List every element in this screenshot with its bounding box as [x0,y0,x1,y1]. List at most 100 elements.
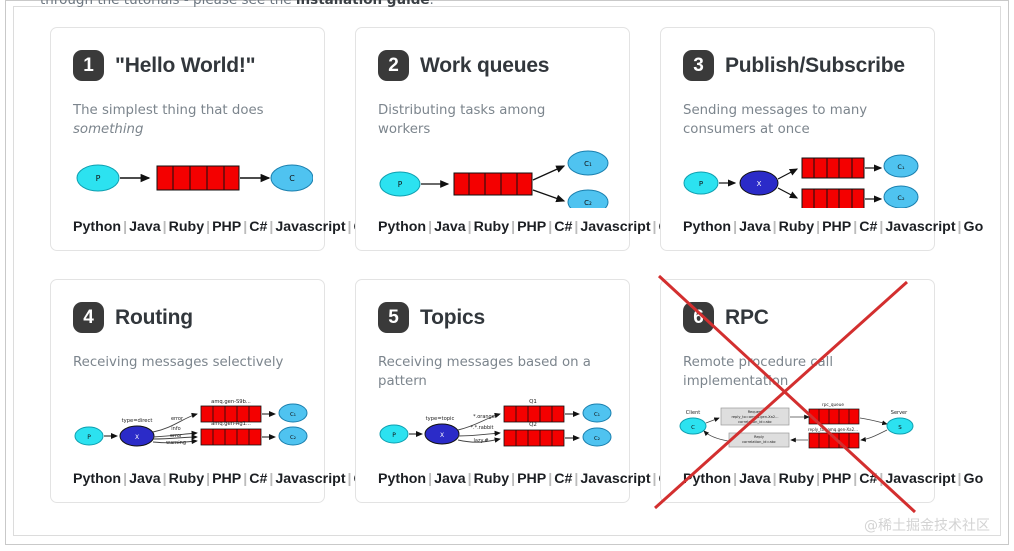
language-link-ruby[interactable]: Ruby [168,470,205,487]
language-link-java[interactable]: Java [434,470,466,487]
separator: | [243,218,248,235]
svg-text:X: X [135,434,139,441]
rpc-queue-label: rpc_queue [822,402,844,407]
svg-text:X: X [440,432,444,439]
card-header: 5 Topics [378,302,607,333]
language-link-python[interactable]: Python [683,470,732,487]
language-link-csharp[interactable]: C# [249,470,268,487]
separator: | [123,470,128,487]
lead-text-prefix: through the tutorials - please see the [40,0,296,8]
language-link-php[interactable]: PHP [822,218,852,235]
exchange-type-label: type=topic [426,416,455,422]
language-link-php[interactable]: PHP [517,218,547,235]
svg-text:P: P [96,174,101,183]
language-link-java[interactable]: Java [739,218,771,235]
svg-text:C: C [691,425,695,431]
client-label: Client [686,410,701,416]
separator: | [269,470,274,487]
rpc-diagram: Client C Request reply_to=amqp.gen-Xa2..… [673,392,924,452]
language-link-csharp[interactable]: C# [554,218,573,235]
lead-text-suffix: . [429,0,434,8]
hello-world-diagram: P C [73,150,314,210]
language-link-ruby[interactable]: Ruby [778,470,815,487]
language-link-python[interactable]: Python [73,218,122,235]
language-link-php[interactable]: PHP [517,470,547,487]
separator: | [879,218,884,235]
language-link-java[interactable]: Java [129,470,161,487]
language-links: Python|Java|Ruby|PHP|C#|Javascript|Go [378,470,678,489]
installation-guide-link[interactable]: installation guide [295,0,430,8]
svg-text:C₁: C₁ [584,160,592,168]
language-link-go[interactable]: Go [963,470,984,487]
separator: | [123,218,128,235]
card-title: Topics [420,305,485,329]
svg-text:correlation_id=abc: correlation_id=abc [742,440,776,444]
language-link-python[interactable]: Python [683,218,732,235]
work-queues-diagram: P C₁ C₂ [378,150,619,210]
language-link-csharp[interactable]: C# [859,470,878,487]
tutorial-card-topics[interactable]: 5 Topics Receiving messages based on a p… [355,279,678,503]
queue2-label: amq.gen-Ag1... [211,421,251,427]
language-link-ruby[interactable]: Ruby [473,470,510,487]
language-link-javascript[interactable]: Javascript [885,218,956,235]
separator: | [574,218,579,235]
language-link-php[interactable]: PHP [212,218,242,235]
card-header: 4 Routing [73,302,302,333]
language-link-javascript[interactable]: Javascript [580,470,651,487]
separator: | [243,470,248,487]
svg-text:C₁: C₁ [290,412,296,418]
card-description: Receiving messages based on a pattern [378,355,591,389]
language-link-javascript[interactable]: Javascript [275,218,346,235]
queue1-label: Q1 [529,399,537,405]
language-link-ruby[interactable]: Ruby [473,218,510,235]
card-number-badge: 2 [378,50,409,81]
svg-text:P: P [398,180,403,189]
language-link-csharp[interactable]: C# [859,218,878,235]
language-link-ruby[interactable]: Ruby [168,218,205,235]
svg-text:error: error [170,433,183,439]
card-number-badge: 5 [378,302,409,333]
language-link-javascript[interactable]: Javascript [580,218,651,235]
card-description: Remote procedure call implementation [683,355,834,389]
card-description: Sending messages to many consumers at on… [683,103,868,137]
language-link-python[interactable]: Python [73,470,122,487]
language-link-java[interactable]: Java [739,470,771,487]
svg-text:P: P [392,432,396,439]
svg-text:P: P [87,434,91,441]
card-header: 3 Publish/Subscribe [683,50,912,81]
separator: | [574,470,579,487]
language-link-python[interactable]: Python [378,218,427,235]
card-title: Routing [115,305,193,329]
language-link-javascript[interactable]: Javascript [275,470,346,487]
svg-text:Reply: Reply [754,435,765,439]
svg-text:correlation_id=abc: correlation_id=abc [738,420,772,424]
separator: | [733,470,738,487]
card-title: Work queues [420,53,550,77]
language-link-csharp[interactable]: C# [554,470,573,487]
svg-text:C₂: C₂ [897,194,905,202]
language-link-php[interactable]: PHP [822,470,852,487]
language-link-python[interactable]: Python [378,470,427,487]
svg-text:X: X [757,180,762,188]
tutorial-card-hello-world[interactable]: 1 "Hello World!" The simplest thing that… [50,27,373,251]
svg-text:error: error [171,416,184,422]
separator: | [467,218,472,235]
language-link-java[interactable]: Java [129,218,161,235]
language-link-csharp[interactable]: C# [249,218,268,235]
tutorial-card-rpc[interactable]: 6 RPC Remote procedure call implementati… [653,274,983,514]
svg-text:P: P [699,180,703,188]
tutorial-card-routing[interactable]: 4 Routing Receiving messages selectively… [50,279,373,503]
tutorial-card-publish-subscribe[interactable]: 3 Publish/Subscribe Sending messages to … [660,27,983,251]
language-link-php[interactable]: PHP [212,470,242,487]
svg-text:C₂: C₂ [290,435,296,441]
lead-paragraph: through the tutorials - please see the i… [40,0,600,8]
separator: | [347,470,352,487]
language-link-javascript[interactable]: Javascript [885,470,956,487]
language-link-ruby[interactable]: Ruby [778,218,815,235]
tutorial-card-work-queues[interactable]: 2 Work queues Distributing tasks among w… [355,27,678,251]
card-description-emphasis: something [73,122,144,137]
language-link-go[interactable]: Go [963,218,984,235]
language-link-java[interactable]: Java [434,218,466,235]
card-number-badge: 4 [73,302,104,333]
separator: | [269,218,274,235]
